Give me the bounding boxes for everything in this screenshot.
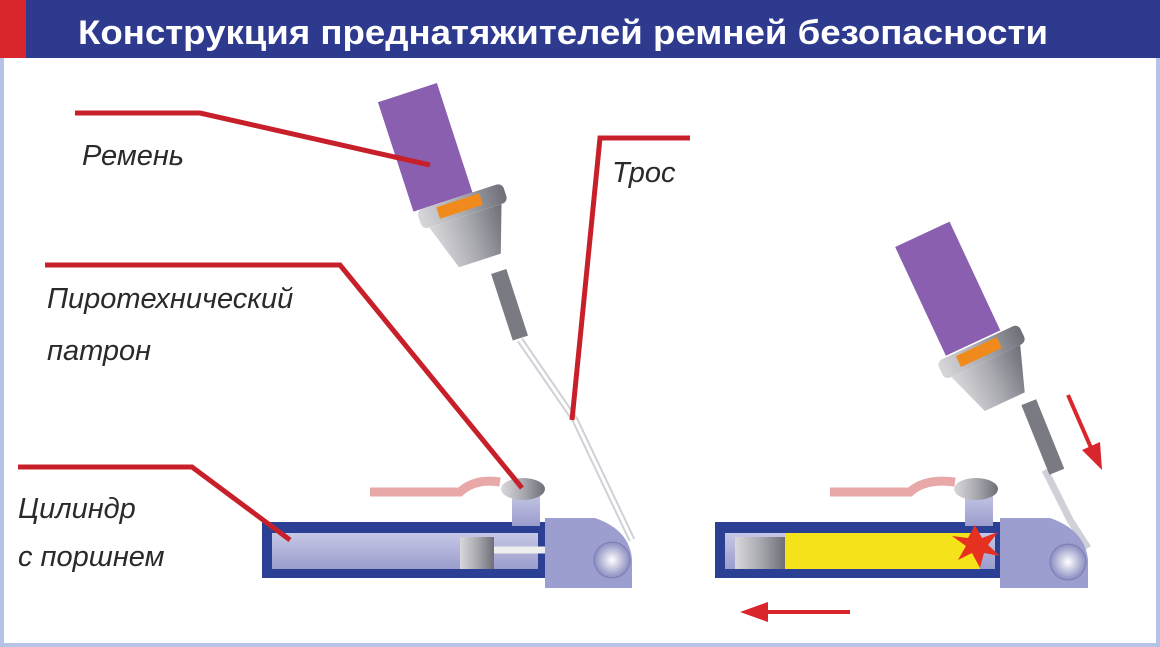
label-cylinder-1: Цилиндр <box>18 493 136 525</box>
header-accent <box>0 0 26 58</box>
pulley <box>593 541 631 579</box>
seat-belt <box>377 83 473 212</box>
left-assembly-initial <box>262 83 636 588</box>
callout-lines <box>18 110 690 543</box>
expanding-gas <box>785 533 980 569</box>
piston-fired <box>735 537 785 569</box>
right-assembly-activated <box>715 221 1102 622</box>
rod <box>491 268 528 341</box>
page-title: Конструкция преднатяжителей ремней безоп… <box>78 14 1048 52</box>
label-cable: Трос <box>612 157 676 189</box>
label-cylinder-2: с поршнем <box>18 541 165 573</box>
igniter-wire <box>370 476 501 497</box>
label-belt: Ремень <box>82 140 184 172</box>
header-bar <box>0 0 1160 58</box>
label-cartridge-2: патрон <box>47 335 151 367</box>
belt-direction-arrow <box>1066 394 1094 451</box>
explosion-icon <box>952 525 1000 568</box>
label-cartridge-1: Пиротехнический <box>47 283 293 315</box>
piston <box>460 537 494 569</box>
buckle <box>417 184 507 268</box>
